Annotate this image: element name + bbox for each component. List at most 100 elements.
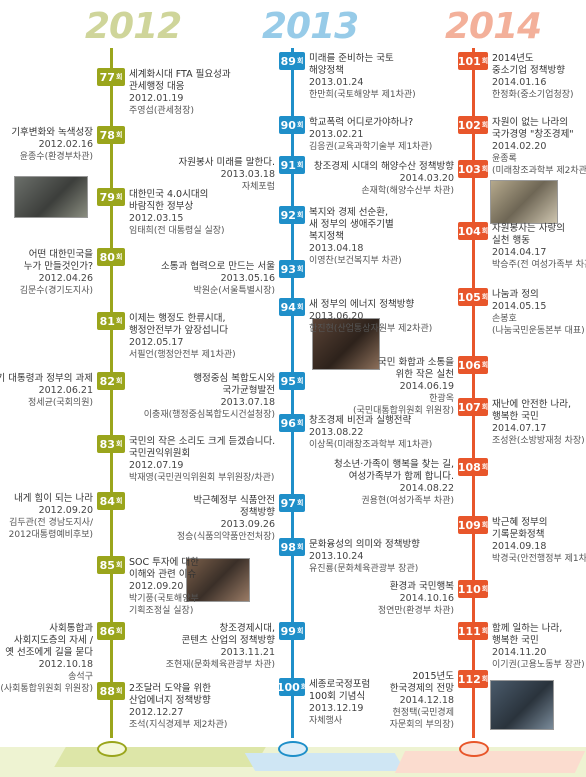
session-title-line: 국민의 작은 소리도 크게 듣겠습니다.: [129, 436, 276, 447]
session-speaker: 윤종록: [492, 154, 517, 164]
session-number: 95: [280, 374, 296, 388]
session-speaker: 이기권(고용노동부 장관): [492, 660, 585, 670]
session-speaker: 손봉호: [492, 314, 517, 324]
session-title-line: 내게 힘이 되는 나라: [14, 493, 93, 504]
session-number: 111: [457, 624, 481, 638]
session-date: 2012.01.19: [129, 93, 184, 104]
session-title-line: 해양정책: [309, 65, 344, 76]
bottom-stripe-4: [394, 751, 586, 773]
session-number: 84: [99, 494, 115, 508]
session-title-line: 2015년도: [412, 671, 454, 682]
session-speaker-line2: (미래창조과학부 제2차관): [492, 166, 586, 176]
session-title-line: 환경과 국민행복: [389, 581, 454, 592]
session-title-line: 창조경제 비전과 실행전략: [309, 415, 412, 426]
session-suffix: 회: [300, 683, 308, 691]
session-date: 2014.11.20: [492, 647, 547, 658]
session-title-line: 자원이 없는 나라의: [492, 117, 568, 128]
session-date: 2014.02.20: [492, 141, 547, 152]
session-speaker: 김두관(전 경남도지사/: [9, 518, 93, 528]
session-number: 82: [99, 374, 115, 388]
session-title-line: 행정중심 복합도시와: [193, 373, 275, 384]
year-2013-title: 2013: [262, 6, 359, 47]
session-suffix: 회: [481, 403, 489, 411]
session-suffix: 회: [115, 687, 123, 695]
session-title-line: 실천 행동: [492, 235, 530, 246]
session-speaker: 윤종수(환경부차관): [19, 152, 93, 162]
session-date: 2014.12.18: [399, 695, 454, 706]
session-speaker: 조성완(소방방재청 차장): [492, 436, 585, 446]
session-number: 107: [457, 400, 481, 414]
session-suffix: 회: [296, 211, 304, 219]
session-number: 97: [280, 496, 296, 510]
session-date: 2014.09.18: [492, 541, 547, 552]
session-number: 81: [99, 314, 115, 328]
session-speaker-line2: (사회통합위원회 위원장): [0, 684, 93, 694]
session-number: 100: [276, 680, 300, 694]
session-date: 2014.01.16: [492, 77, 547, 88]
session-title-line: 2014년도: [492, 53, 534, 64]
session-suffix: 회: [115, 497, 123, 505]
session-suffix: 회: [481, 361, 489, 369]
session-speaker: 정연만(환경부 차관): [377, 606, 454, 616]
session-number: 102: [457, 118, 481, 132]
session-date: 2012.03.15: [129, 213, 184, 224]
session-title-line: 학교폭력 어디로가야하나?: [309, 117, 414, 128]
session-title-line: 사회통합과: [49, 623, 93, 634]
session-suffix: 회: [481, 121, 489, 129]
session-speaker: 서필언(행정안전부 제1차관): [129, 350, 236, 360]
session-suffix: 회: [115, 561, 123, 569]
session-speaker: 권용현(여성가족부 차관): [361, 496, 454, 506]
session-suffix: 회: [296, 499, 304, 507]
session-number: 112: [457, 672, 481, 686]
session-suffix: 회: [481, 521, 489, 529]
session-title-line: 2조달러 도약을 위한: [129, 683, 212, 694]
session-suffix: 회: [481, 165, 489, 173]
session-title-line: 중소기업 정책방향: [492, 65, 565, 76]
session-title-line: 대한민국 4.0시대의: [129, 189, 209, 200]
session-date: 2013.09.26: [220, 519, 275, 530]
session-number: 85: [99, 558, 115, 572]
session-number: 104: [457, 224, 481, 238]
session-date: 2013.06.20: [309, 311, 364, 322]
session-title-line: 바람직한 정부상: [129, 201, 194, 212]
session-number: 89: [280, 54, 296, 68]
session-suffix: 회: [296, 627, 304, 635]
session-speaker: 조석(지식경제부 제2차관): [129, 720, 228, 730]
session-date: 2013.01.24: [309, 77, 364, 88]
session-suffix: 회: [296, 121, 304, 129]
session-suffix: 회: [296, 161, 304, 169]
session-speaker: 손재학(해양수산부 차관): [361, 186, 454, 196]
session-speaker: 김응권(교육과학기술부 제1차관): [309, 142, 433, 152]
session-speaker-line2: 기획조정실 실장): [129, 606, 194, 616]
session-title-line: 사회지도층의 자세 /: [13, 635, 93, 646]
session-number: 105: [457, 290, 481, 304]
session-title-line: 행정안전부가 앞장섭니다: [129, 325, 229, 336]
session-number: 96: [280, 416, 296, 430]
session-speaker: 한광옥: [429, 394, 454, 404]
session-date: 2013.07.18: [220, 397, 275, 408]
session-speaker: 박기풍(국토해양부: [129, 594, 199, 604]
session-date: 2012.06.21: [38, 385, 93, 396]
